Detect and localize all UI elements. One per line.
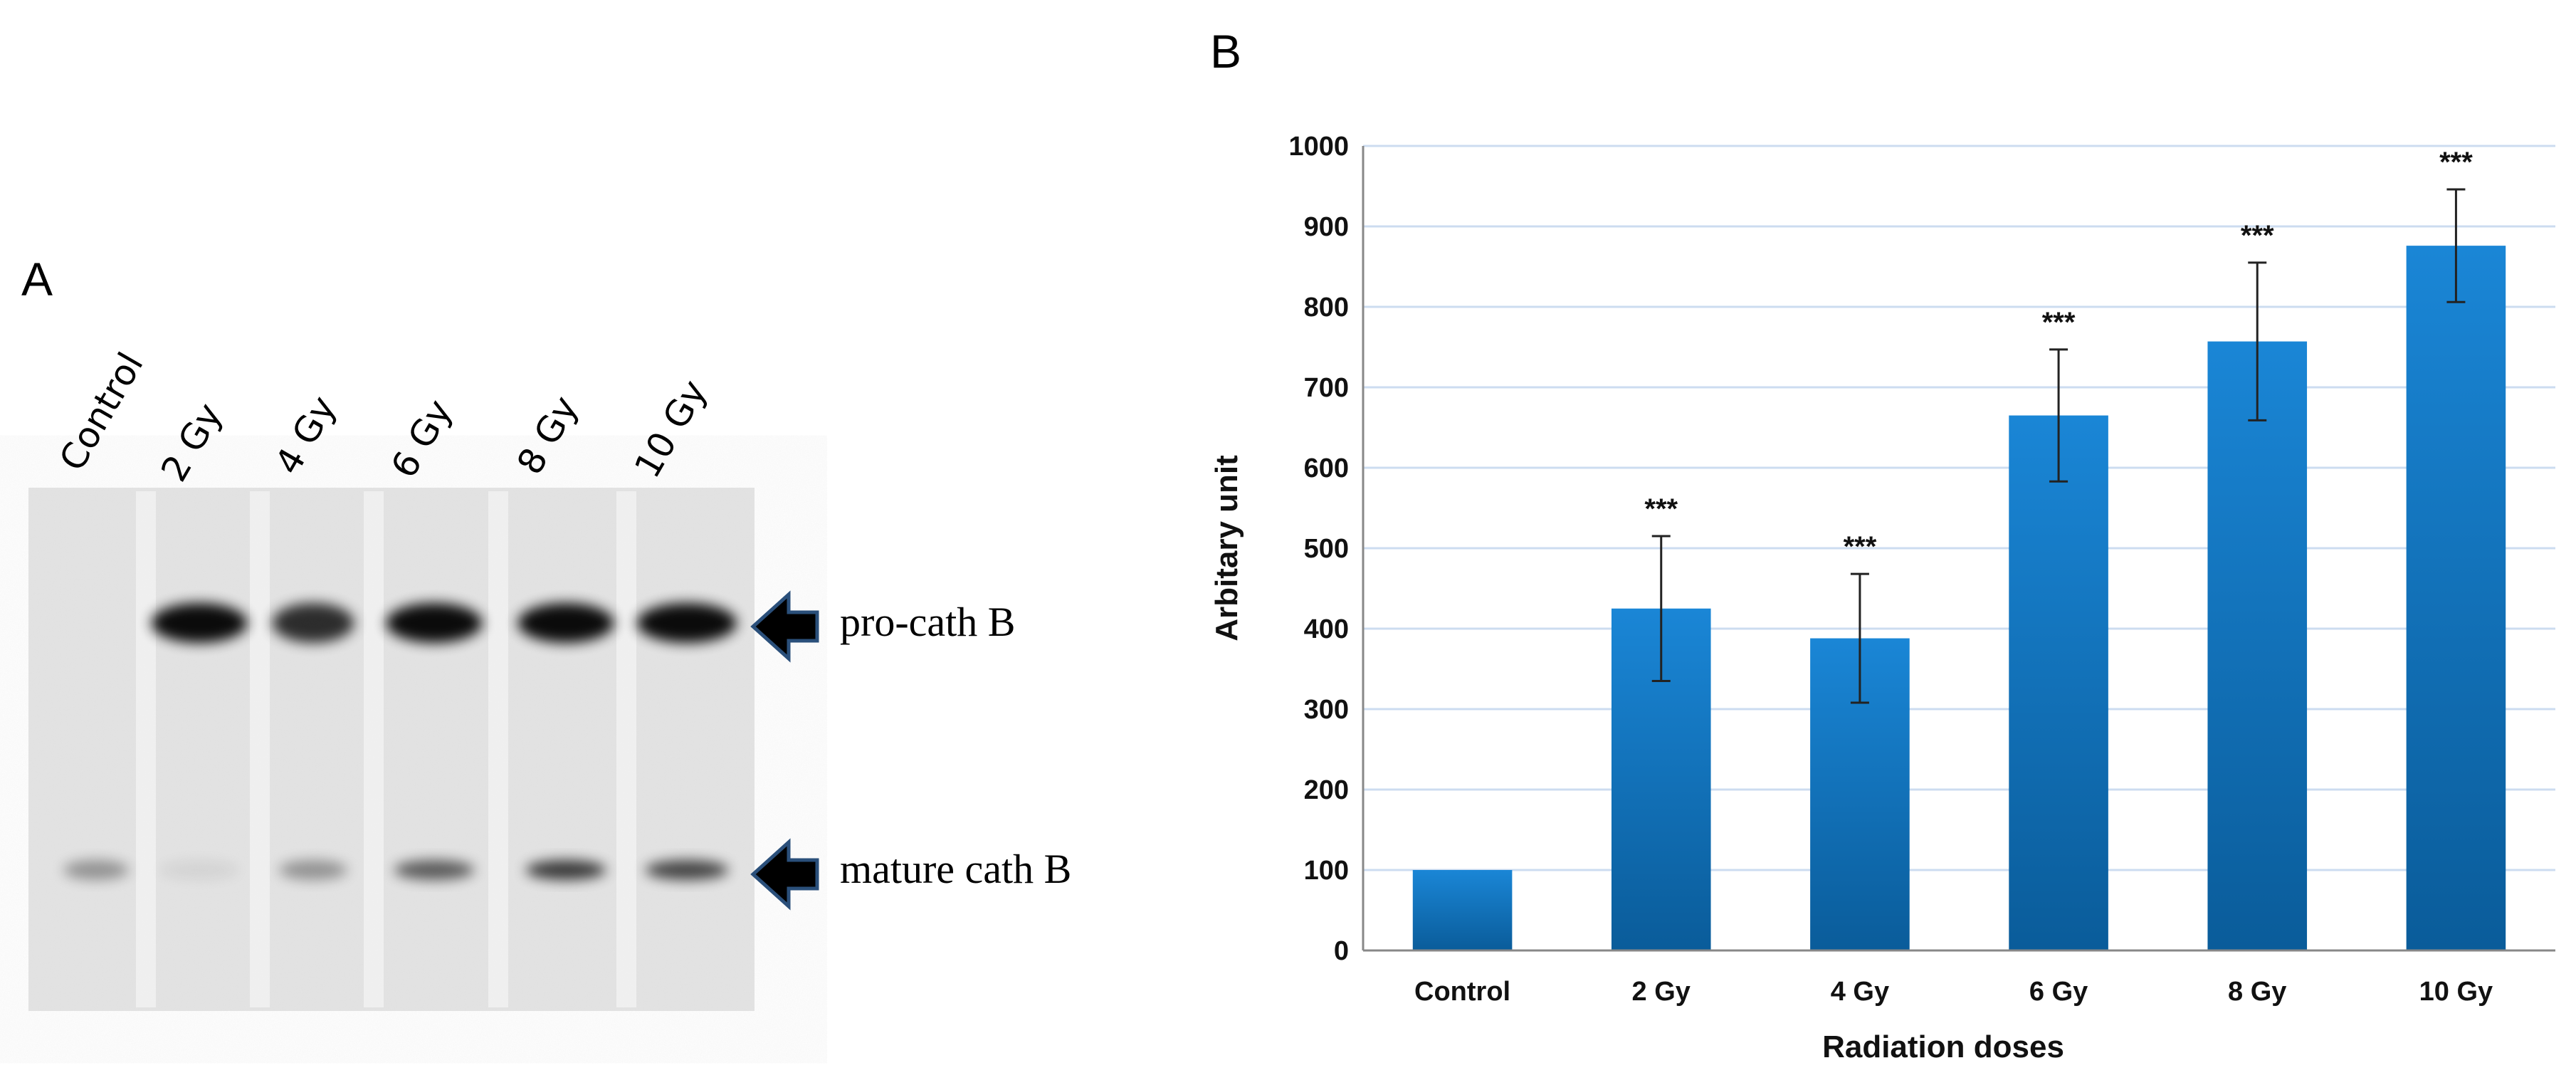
x-tick-label: 6 Gy	[2029, 977, 2088, 1007]
pro-cath-band	[272, 603, 354, 643]
significance-label: ***	[2241, 220, 2274, 251]
band-label-mature-cath: mature cath B	[840, 846, 1071, 892]
lane-label-10gy: 10 Gy	[626, 373, 715, 485]
panel-a-letter: A	[21, 253, 53, 305]
y-axis-title: Arbitary unit	[1209, 455, 1244, 641]
x-axis-title: Radiation doses	[1822, 1029, 2064, 1064]
y-tick-label: 300	[1304, 695, 1349, 725]
bar	[2406, 246, 2506, 950]
mature-cath-band	[525, 860, 606, 880]
bar	[1412, 870, 1513, 950]
lane-label-control: Control	[51, 345, 152, 478]
mature-cath-band	[645, 860, 729, 880]
y-tick-label: 100	[1304, 856, 1349, 886]
mature-cath-band	[394, 860, 475, 880]
chart-gridlines	[1363, 145, 2555, 871]
bar	[2207, 341, 2308, 951]
lane-label-2gy: 2 Gy	[153, 397, 230, 488]
lane-label-8gy: 8 Gy	[509, 389, 586, 481]
pro-cath-band	[637, 603, 737, 643]
bar	[2009, 415, 2108, 950]
x-tick-label: 4 Gy	[1831, 977, 1889, 1007]
pro-cath-band	[151, 603, 248, 643]
x-tick-label: 8 Gy	[2228, 977, 2286, 1007]
y-tick-label: 500	[1304, 534, 1349, 564]
arrow-left-icon	[750, 838, 819, 911]
x-tick-labels: Control 2 Gy 4 Gy 6 Gy 8 Gy 10 Gy	[1414, 977, 2493, 1007]
y-tick-label: 600	[1304, 454, 1349, 483]
y-tick-label: 1000	[1288, 132, 1349, 162]
lane-gap-streak	[488, 491, 508, 1007]
lane-label-6gy: 6 Gy	[383, 393, 460, 485]
significance-label: ***	[1644, 493, 1678, 525]
band-label-pro-cath: pro-cath B	[840, 599, 1015, 645]
arrow-left-icon	[750, 590, 819, 663]
significance-label: ***	[1844, 531, 1877, 562]
lane-label-4gy: 4 Gy	[267, 389, 344, 481]
chart-bars	[1412, 246, 2506, 951]
mature-cath-band	[279, 860, 347, 880]
y-tick-label: 800	[1304, 293, 1349, 323]
significance-label: ***	[2439, 147, 2473, 178]
x-tick-label: 2 Gy	[1632, 977, 1691, 1007]
x-tick-label: 10 Gy	[2419, 977, 2493, 1007]
y-tick-label: 700	[1304, 373, 1349, 403]
y-tick-label: 400	[1304, 614, 1349, 644]
lane-gap-streak	[616, 491, 636, 1007]
mature-cath-band	[63, 860, 129, 880]
panel-b-letter: B	[1210, 25, 1241, 78]
significance-marks: *** *** *** *** ***	[1644, 147, 2473, 562]
lane-gap-streak	[250, 491, 270, 1007]
lane-gap-streak	[136, 491, 156, 1007]
y-tick-label: 200	[1304, 775, 1349, 805]
significance-label: ***	[2042, 307, 2076, 338]
blot-bands	[63, 603, 737, 880]
pro-cath-band	[386, 603, 483, 643]
mature-cath-band	[159, 860, 240, 880]
lane-streaks	[136, 491, 636, 1007]
y-tick-labels: 0 100 200 300 400 500 600 700 800 900 1000	[1288, 132, 1349, 966]
y-tick-label: 0	[1334, 936, 1349, 966]
panel-a-western-blot: A Control 2 Gy 4 Gy 6 Gy 8 Gy 10 Gy pro-…	[21, 253, 1071, 1011]
lane-gap-streak	[364, 491, 384, 1007]
pro-cath-band	[517, 603, 614, 643]
x-tick-label: Control	[1414, 977, 1510, 1007]
y-tick-label: 900	[1304, 212, 1349, 242]
error-bars	[1651, 188, 2466, 704]
